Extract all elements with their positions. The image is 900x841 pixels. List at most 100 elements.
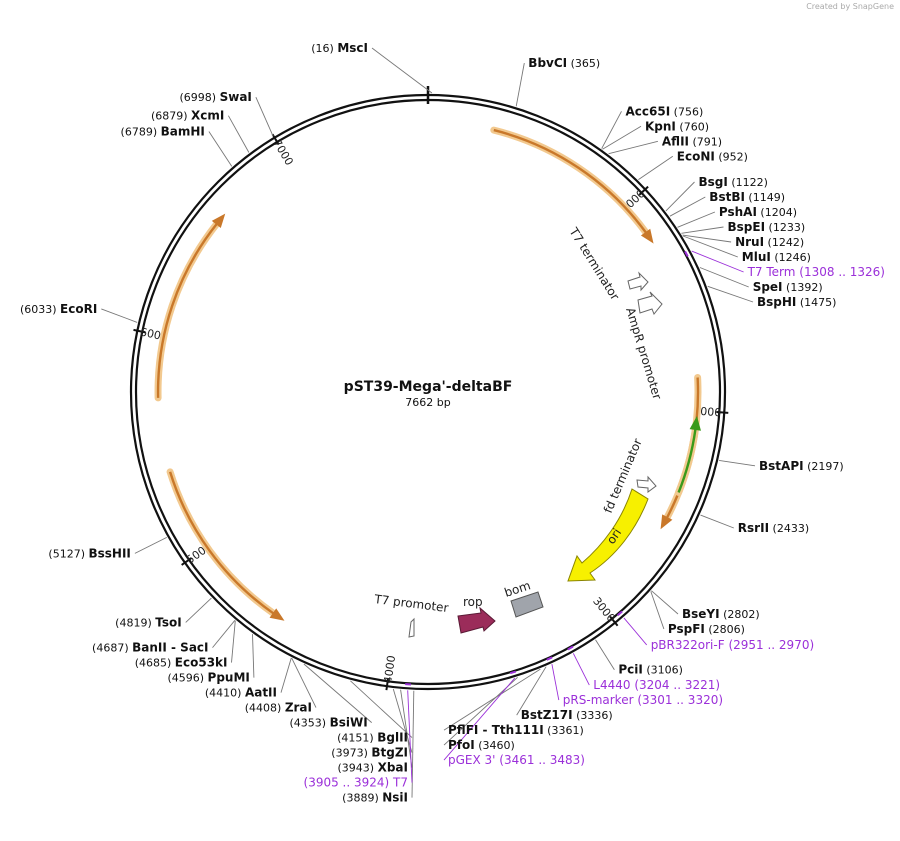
pshai-leader: [677, 211, 716, 228]
pcii-site-position: (3106): [643, 664, 683, 677]
btgzi-site-label[interactable]: (3973) BtgZI: [331, 746, 408, 760]
aatii-site-label[interactable]: (4410) AatII: [205, 686, 277, 700]
zrai-site-label[interactable]: (4408) ZraI: [245, 701, 312, 715]
econi-site-label[interactable]: EcoNI (952): [677, 149, 748, 163]
feature-symbols-group: [408, 271, 663, 638]
bsiwi-site-label[interactable]: (4353) BsiWI: [290, 716, 368, 730]
bseyi-site-label[interactable]: BseYI (2802): [682, 607, 760, 621]
bseyi-site-name: BseYI: [682, 607, 720, 621]
t7-promoter-label: T7 promoter: [373, 592, 450, 615]
t7-primer-name: T7: [392, 776, 408, 790]
tick-label-7000: 7000: [270, 137, 296, 168]
pgex-3-primer-label[interactable]: pGEX 3' (3461 .. 3483): [448, 753, 585, 767]
aflii-leader: [608, 140, 659, 155]
l4440-primer-mark: [567, 645, 574, 651]
rop-label: rop: [463, 595, 483, 609]
bbvci-leader: [515, 63, 525, 107]
bstapi-site-label[interactable]: BstAPI (2197): [759, 459, 844, 473]
xbai-site-label[interactable]: (3943) XbaI: [338, 761, 408, 775]
econi-leader: [638, 155, 674, 180]
zrai-site-position: (4408): [245, 702, 285, 715]
kpni-site-label[interactable]: KpnI (760): [645, 119, 709, 133]
pfoi-site-label[interactable]: PfoI (3460): [448, 738, 515, 752]
pspfi-site-label[interactable]: PspFI (2806): [668, 622, 745, 636]
tsoi-site-label[interactable]: (4819) TsoI: [115, 615, 182, 629]
pcii-site-label[interactable]: PciI (3106): [618, 663, 683, 677]
aflii-site-label[interactable]: AflII (791): [662, 134, 722, 148]
t7-term-primer-label[interactable]: T7 Term (1308 .. 1326): [747, 265, 885, 279]
econi-site-position: (952): [715, 150, 748, 163]
bstapi-site-position: (2197): [804, 460, 844, 473]
eco53ki-site-label[interactable]: (4685) Eco53kI: [135, 656, 228, 670]
bstz17i-site-label[interactable]: BstZ17I (3336): [521, 708, 613, 722]
bsshii-site-position: (5127): [48, 547, 88, 560]
tsoi-site-position: (4819): [115, 616, 155, 629]
bamhi-leader: [208, 131, 233, 167]
mlui-site-label[interactable]: MluI (1246): [742, 250, 811, 264]
bamhi-site-label[interactable]: (6789) BamHI: [121, 125, 205, 139]
bstapi-site-name: BstAPI: [759, 459, 804, 473]
bsshii-site-label[interactable]: (5127) BssHII: [48, 546, 130, 560]
t7-primer-label[interactable]: (3905 .. 3924) T7: [304, 776, 408, 790]
prs-marker-leader: [551, 664, 560, 701]
nsii-site-label[interactable]: (3889) NsiI: [342, 791, 408, 805]
rsrii-leader: [700, 514, 734, 529]
bglii-site-label[interactable]: (4151) BglII: [337, 731, 408, 745]
t7-term-primer-mark: [684, 250, 689, 257]
spei-site-label[interactable]: SpeI (1392): [753, 280, 823, 294]
bglii-leader: [350, 680, 413, 738]
swai-site-label[interactable]: (6998) SwaI: [180, 90, 252, 104]
tsoi-site-name: TsoI: [155, 615, 181, 629]
green-arc-arrowhead: [689, 415, 701, 431]
ecori-site-label[interactable]: (6033) EcoRI: [20, 302, 97, 316]
pcii-site-name: PciI: [618, 663, 643, 677]
bamhi-site-position: (6789): [121, 126, 161, 139]
pspfi-site-name: PspFI: [668, 622, 705, 636]
rsrii-site-position: (2433): [769, 522, 809, 535]
bstbi-site-label[interactable]: BstBI (1149): [709, 190, 785, 204]
bsshii-leader: [134, 536, 168, 554]
bsgi-site-label[interactable]: BsgI (1122): [699, 175, 768, 189]
ecori-site-name: EcoRI: [60, 302, 97, 316]
bbvci-site-label[interactable]: BbvCI (365): [528, 56, 600, 70]
bspei-site-label[interactable]: BspEI (1233): [728, 220, 806, 234]
acc65i-site-name: Acc65I: [626, 104, 671, 118]
bbvci-site-position: (365): [567, 57, 600, 70]
prs-marker-primer-label[interactable]: pRS-marker (3301 .. 3320): [563, 693, 723, 707]
banii-saci-site-label[interactable]: (4687) BanII - SacI: [92, 641, 208, 655]
bseyi-leader: [651, 590, 679, 615]
rsrii-site-label[interactable]: RsrII (2433): [738, 521, 809, 535]
xcmi-leader: [228, 115, 250, 153]
pshai-site-label[interactable]: PshAI (1204): [719, 205, 797, 219]
aatii-leader: [280, 657, 292, 693]
swai-site-name: SwaI: [220, 90, 252, 104]
bsphi-site-label[interactable]: BspHI (1475): [757, 295, 836, 309]
t7-primer-range: (3905 .. 3924): [304, 776, 394, 790]
msci-site-name: MscI: [337, 41, 368, 55]
nsii-site-name: NsiI: [382, 791, 408, 805]
t7-term-leader: [691, 250, 744, 273]
pbr322ori-f-primer-mark: [617, 610, 623, 617]
kpni-site-position: (760): [676, 120, 709, 133]
xbai-site-position: (3943): [338, 762, 378, 775]
acc65i-site-label[interactable]: Acc65I (756): [626, 104, 704, 118]
pflfi-tth111i-site-label[interactable]: PflFI - Tth111I (3361): [448, 723, 584, 737]
ppumi-site-label[interactable]: (4596) PpuMI: [167, 671, 249, 685]
nsii-site-position: (3889): [342, 792, 382, 805]
msci-site-label[interactable]: (16) MscI: [311, 41, 368, 55]
arc-top-arc: [493, 128, 647, 234]
xcmi-site-label[interactable]: (6879) XcmI: [151, 109, 224, 123]
bsgi-site-position: (1122): [728, 176, 768, 189]
tick-7000: [271, 133, 280, 146]
fd-terminator-symbol: [636, 475, 657, 493]
pspfi-leader: [650, 591, 665, 630]
l4440-primer-label[interactable]: L4440 (3204 .. 3221): [593, 678, 720, 692]
pgex-3-primer-range: (3461 .. 3483): [495, 753, 585, 767]
acc65i-site-position: (756): [670, 105, 703, 118]
tick-6000: [133, 328, 146, 334]
nrui-site-label[interactable]: NruI (1242): [735, 235, 804, 249]
pbr322ori-f-primer-label[interactable]: pBR322ori-F (2951 .. 2970): [651, 638, 814, 652]
zrai-site-name: ZraI: [285, 701, 312, 715]
tick-5000: [181, 557, 193, 566]
econi-site-name: EcoNI: [677, 149, 715, 163]
